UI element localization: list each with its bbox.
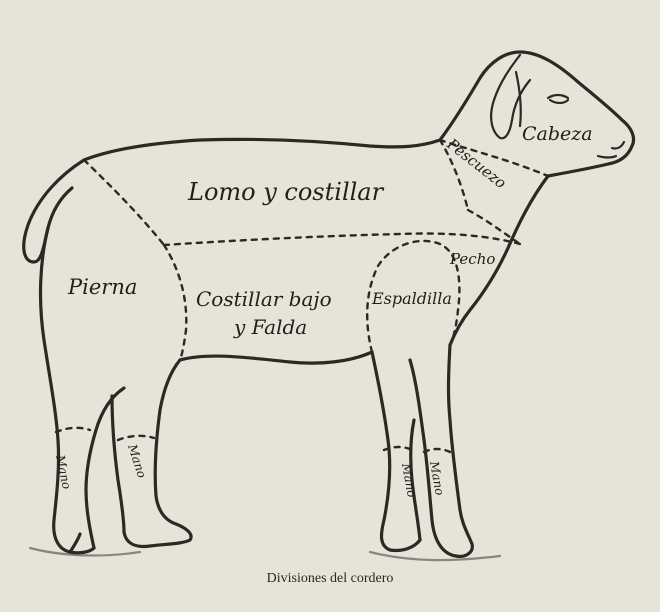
figure-caption: Divisiones del cordero bbox=[266, 571, 394, 586]
label-costillar-bajo: Costillar bajo bbox=[196, 287, 332, 311]
label-y-falda: y Falda bbox=[233, 315, 307, 339]
label-mano-front-left: Mano bbox=[399, 461, 419, 498]
cut-labels: Cabeza Pescuezo Lomo y costillar Pecho P… bbox=[53, 123, 593, 498]
label-lomo-y-costillar: Lomo y costillar bbox=[187, 178, 385, 206]
label-pecho: Pecho bbox=[449, 250, 495, 268]
label-cabeza: Cabeza bbox=[522, 123, 593, 145]
label-mano-hind-right: Mano bbox=[125, 442, 149, 480]
label-espaldilla: Espaldilla bbox=[371, 289, 452, 308]
label-mano-front-right: Mano bbox=[427, 459, 447, 496]
lamb-outline bbox=[22, 50, 636, 562]
cut-lines bbox=[54, 138, 550, 454]
label-pierna: Pierna bbox=[67, 275, 137, 299]
